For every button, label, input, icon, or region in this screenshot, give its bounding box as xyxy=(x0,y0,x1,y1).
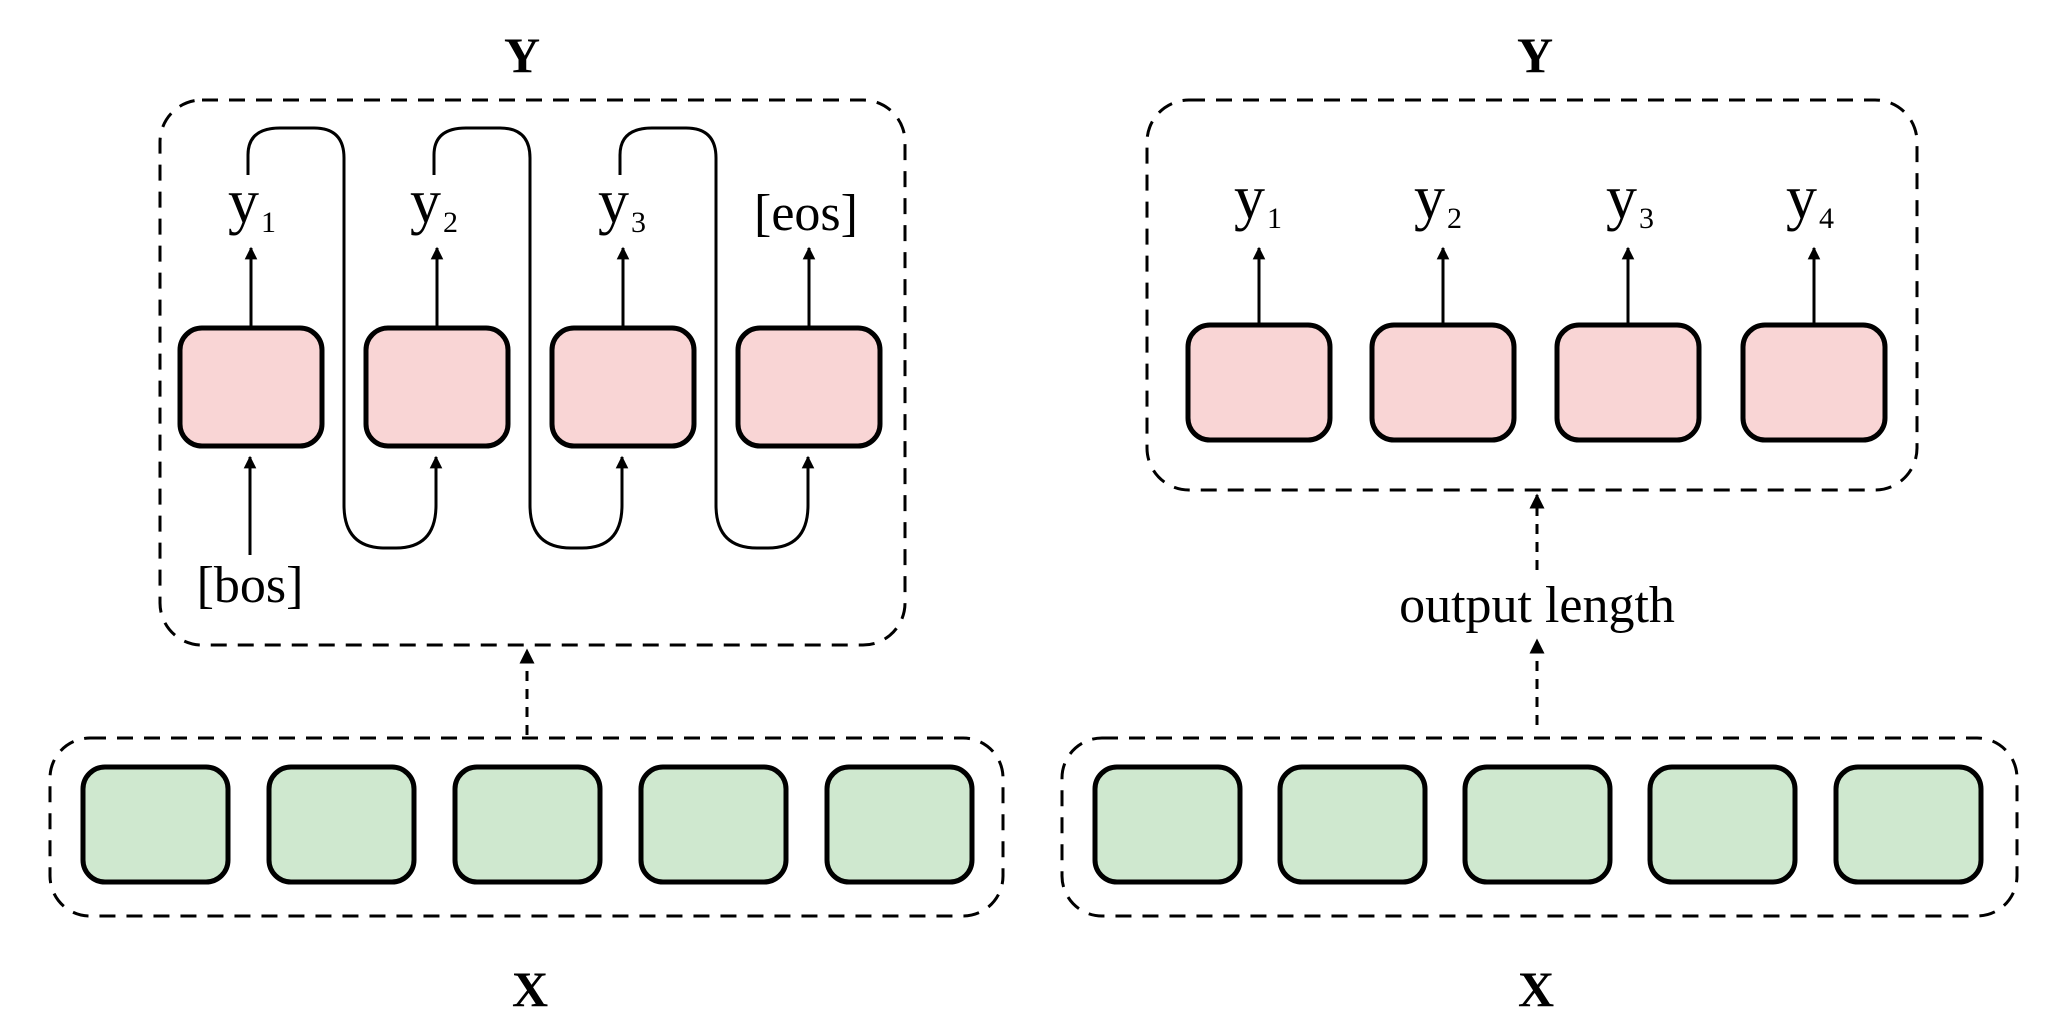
left-output-label-1: y1 xyxy=(228,168,276,239)
feedback-connector-1 xyxy=(246,126,443,550)
bos-token: [bos] xyxy=(197,557,304,614)
right-y-label: Y xyxy=(1517,27,1553,83)
right-output-label-3: y3 xyxy=(1606,164,1654,235)
right-decoder-cell-3 xyxy=(1554,322,1702,443)
right-output-label-2: y2 xyxy=(1414,164,1462,235)
right-decoder-cell-2 xyxy=(1369,322,1517,443)
left-encoder-cell-3 xyxy=(452,764,603,885)
right-decoder-cell-4 xyxy=(1740,322,1888,443)
feedback-connector-3 xyxy=(618,126,815,550)
left-encoder-cell-2 xyxy=(266,764,417,885)
right-encoder-frame xyxy=(1060,736,2019,918)
left-x-label: X xyxy=(512,961,548,1017)
left-encoder-frame xyxy=(48,736,1005,918)
right-x-label: X xyxy=(1518,961,1554,1017)
left-encoder-cell-1 xyxy=(80,764,231,885)
right-panel: Y y1 y2 y3 y4 output length X xyxy=(1060,27,2019,1017)
left-encoder-cell-4 xyxy=(638,764,789,885)
left-output-label-2: y2 xyxy=(410,168,458,239)
left-decoder-frame xyxy=(158,98,907,647)
right-encoder-cell-3 xyxy=(1462,764,1613,885)
right-encoder-cell-2 xyxy=(1277,764,1428,885)
left-decoder-cell-1 xyxy=(177,325,325,449)
output-length-label: output length xyxy=(1399,577,1675,634)
right-encoder-cell-4 xyxy=(1647,764,1798,885)
right-decoder-frame xyxy=(1145,98,1919,492)
eos-token: [eos] xyxy=(754,185,858,242)
right-encoder-cell-5 xyxy=(1833,764,1984,885)
left-encoder-cell-5 xyxy=(824,764,975,885)
left-decoder-cell-3 xyxy=(549,325,697,449)
left-decoder-cell-2 xyxy=(363,325,511,449)
left-decoder-cell-4 xyxy=(735,325,883,449)
right-output-label-4: y4 xyxy=(1786,164,1834,235)
left-y-label: Y xyxy=(504,27,540,83)
left-panel: Y [bos] y1 y2 y3 [eos] X xyxy=(48,27,1005,1017)
right-encoder-cell-1 xyxy=(1092,764,1243,885)
feedback-connector-2 xyxy=(432,126,629,550)
right-output-label-1: y1 xyxy=(1234,164,1282,235)
left-output-label-3: y3 xyxy=(598,168,646,239)
right-decoder-cell-1 xyxy=(1185,322,1333,443)
